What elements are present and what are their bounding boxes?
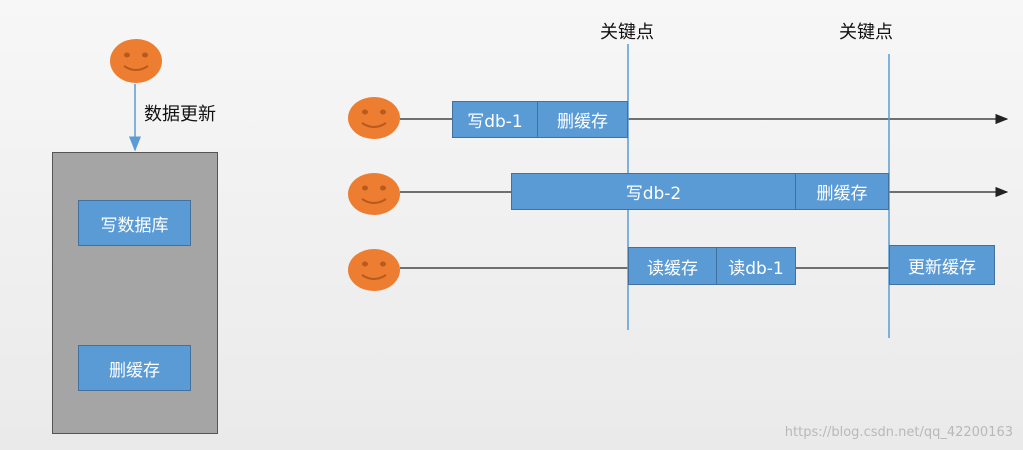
delete-cache-step: 删缓存 [78, 345, 191, 391]
smiley-face-icon [348, 173, 400, 215]
write-database-step: 写数据库 [78, 200, 191, 246]
data-update-label: 数据更新 [144, 104, 216, 125]
timeline-2-delete-cache: 删缓存 [795, 173, 889, 210]
smiley-face-icon [348, 97, 400, 139]
key-point-label-2: 关键点 [839, 22, 893, 43]
timeline-3-update-cache: 更新缓存 [889, 245, 995, 285]
smiley-face-icon [110, 39, 162, 83]
update-process-panel [52, 152, 218, 434]
watermark-text: https://blog.csdn.net/qq_42200163 [784, 425, 1013, 440]
key-point-label-1: 关键点 [600, 22, 654, 43]
smiley-face-icon [348, 249, 400, 291]
timeline-1-delete-cache: 删缓存 [537, 101, 628, 138]
timeline-3-read-cache: 读缓存 [628, 247, 717, 285]
timeline-1-write-db: 写db-1 [452, 101, 538, 138]
timeline-3-read-db: 读db-1 [716, 247, 796, 285]
timeline-2-write-db: 写db-2 [511, 173, 796, 210]
